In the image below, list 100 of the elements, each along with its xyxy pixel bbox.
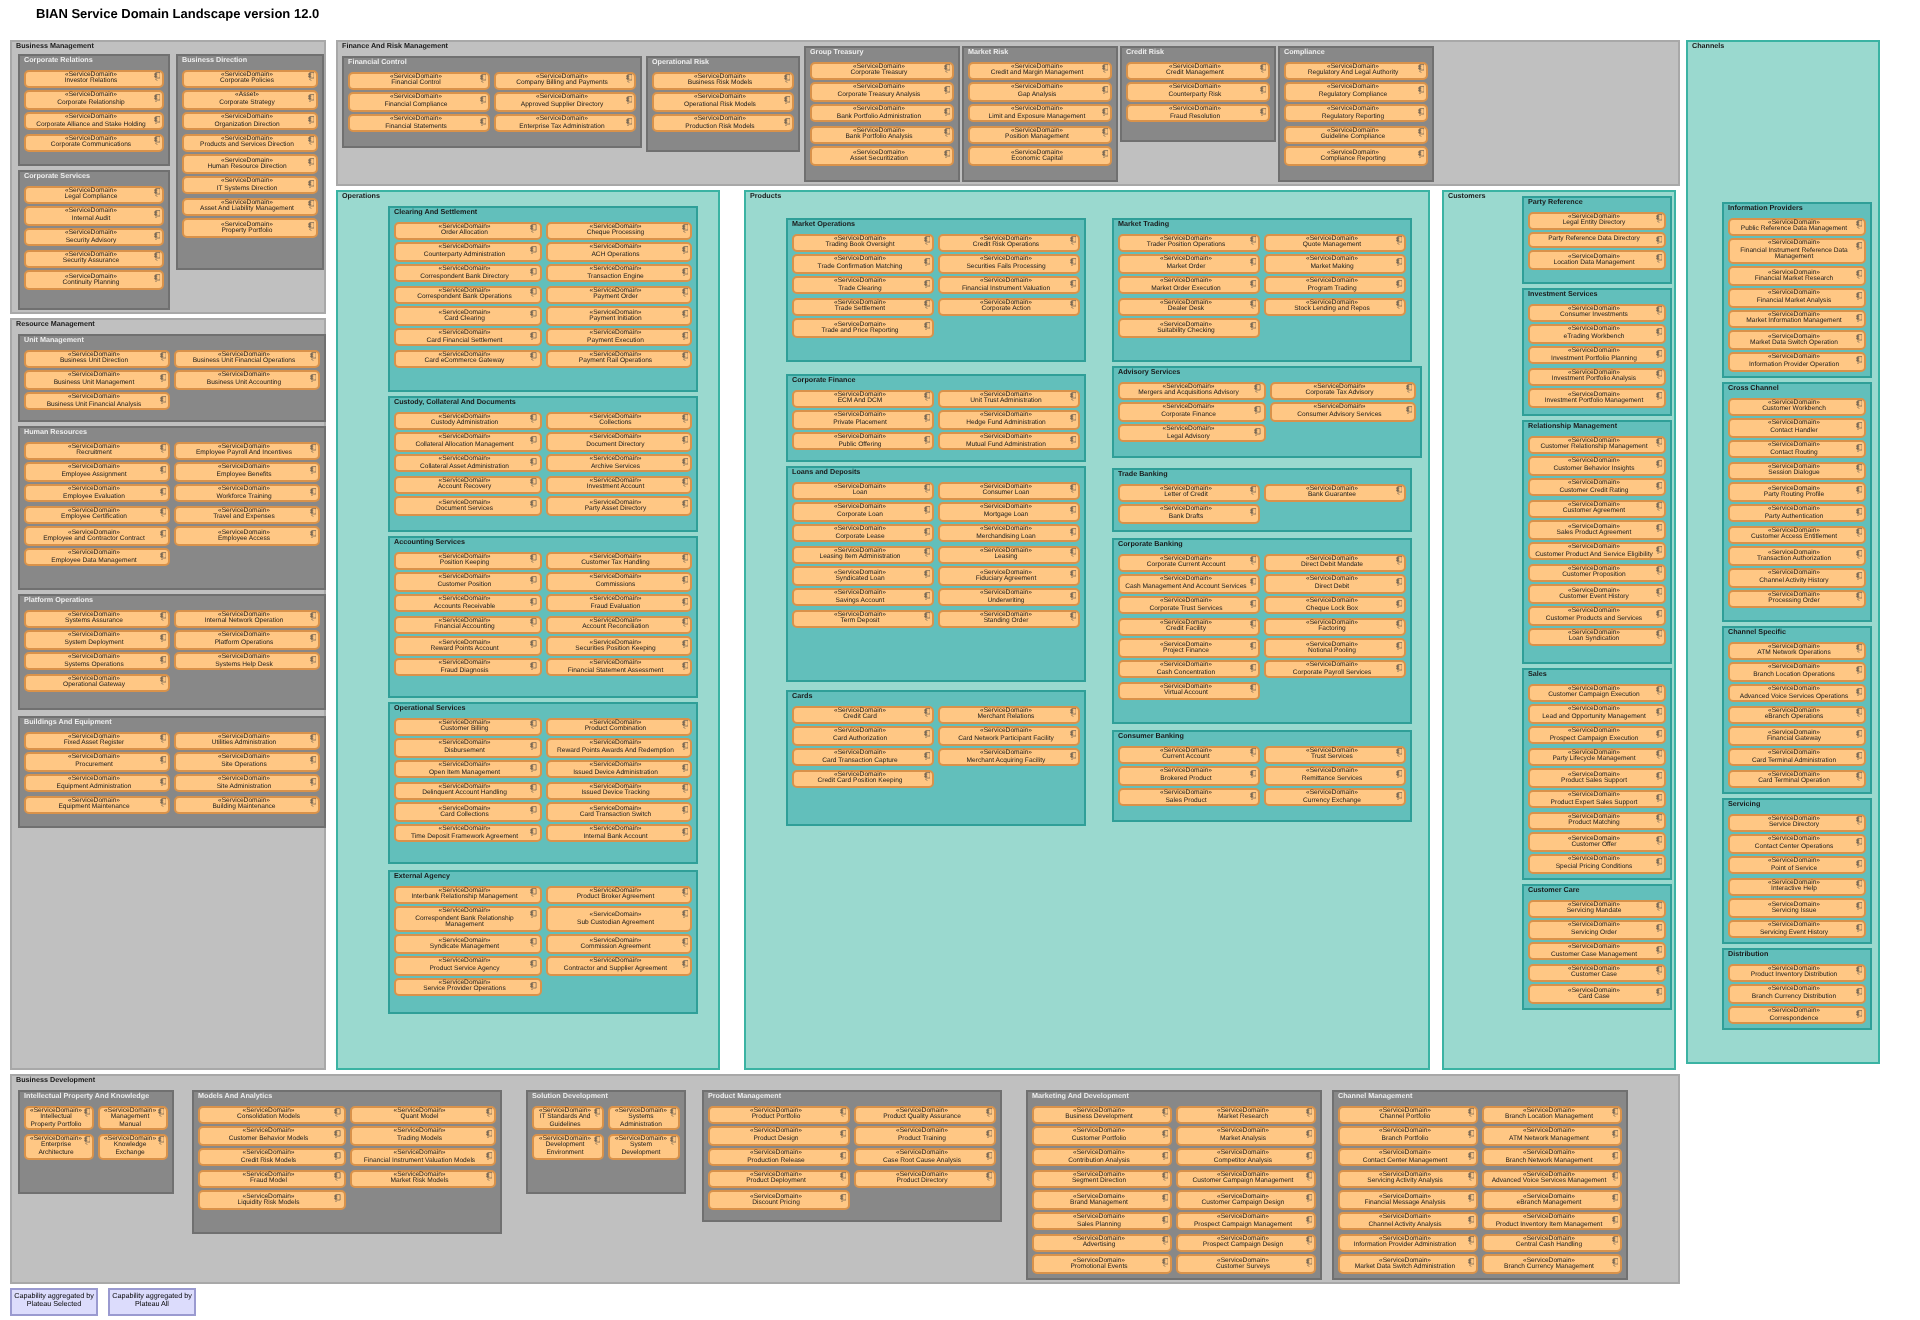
domain-group [1026,1090,1322,1280]
service-domain-box [1338,1254,1478,1274]
service-domain-box [1264,659,1406,679]
service-domain-box [1118,595,1260,615]
service-domain-box [1482,1126,1622,1146]
service-domain-box [968,82,1112,102]
service-domain-box [1728,461,1866,481]
service-domain-box [1528,499,1666,519]
domain-group [786,466,1086,682]
service-domain-box [1126,61,1270,80]
service-domain-box [854,1105,996,1124]
service-domain-box [1728,984,1866,1004]
domain-group [1112,538,1412,724]
service-domain-box [938,545,1080,565]
service-domain-box [1728,288,1866,308]
service-domain-box [938,726,1080,746]
service-domain-box [394,615,541,635]
service-domain-box [1264,745,1406,764]
service-domain-box [792,502,934,522]
service-domain-box [1269,381,1416,400]
service-domain-box [24,133,164,153]
service-domain-box [968,61,1112,80]
service-domain-box [174,526,320,546]
domain-group [1722,202,1872,378]
service-domain-box [1264,233,1406,252]
domain-group [1120,46,1276,142]
service-domain-box [792,410,934,430]
service-domain-box [198,1126,345,1146]
service-domain-box [1728,1005,1866,1025]
service-domain-box [1728,963,1866,982]
domain-group [18,170,170,310]
domain-group [18,54,170,166]
service-domain-box [394,823,541,843]
service-domain-box [938,705,1080,724]
service-domain-box [24,731,170,750]
service-domain-box [545,572,692,592]
service-domain-box [394,263,541,283]
domain-group [962,46,1118,182]
service-domain-box [1728,568,1866,587]
service-domain-box [198,1169,345,1189]
service-domain-box [1528,963,1666,983]
service-domain-box [394,738,541,758]
service-domain-box [182,133,318,153]
service-domain-box [1728,352,1866,372]
service-domain-box [24,673,170,693]
service-domain-box [394,759,541,779]
service-domain-box [174,483,320,503]
domain-group [18,426,326,590]
area-panel [10,318,326,1070]
service-domain-box [1284,146,1428,166]
service-domain-box [348,92,490,112]
service-domain-box [938,481,1080,500]
service-domain-box [545,636,692,656]
domain-group [1722,798,1872,945]
service-domain-box [1728,482,1866,502]
service-domain-box [545,349,692,369]
service-domain-box [1264,787,1406,807]
service-domain-box [1528,456,1666,476]
service-domain-box [545,781,692,801]
domain-group [786,374,1086,462]
service-domain-box [1264,574,1406,594]
service-domain-box [810,125,954,145]
service-domain-box [1284,125,1428,145]
service-domain-box [1482,1254,1622,1274]
service-domain-box [1118,638,1260,658]
service-domain-box [608,1133,680,1160]
service-domain-box [1118,574,1260,594]
service-domain-box [1528,367,1666,387]
service-domain-box [1284,61,1428,80]
service-domain-box [1118,483,1260,502]
service-domain-box [394,906,541,933]
service-domain-box [1118,381,1265,400]
service-domain-box [1528,725,1666,745]
domain-group [1722,626,1872,795]
service-domain-box [1728,898,1866,918]
service-domain-box [174,752,320,772]
service-domain-box [810,61,954,80]
service-domain-box [1264,275,1406,295]
service-domain-box [938,275,1080,295]
service-domain-box [1482,1211,1622,1231]
service-domain-box [1118,617,1260,637]
service-domain-box [174,731,320,750]
area-panel [744,190,1430,1070]
service-domain-box [24,773,170,793]
service-domain-box [1728,309,1866,329]
service-domain-box [1728,238,1866,265]
domain-group [526,1090,686,1194]
area-panel [10,1074,1680,1284]
service-domain-box [174,609,320,628]
service-domain-box [24,630,170,650]
service-domain-box [792,431,934,451]
service-domain-box [182,69,318,88]
service-domain-box [1528,435,1666,454]
service-domain-box [1126,103,1270,123]
service-domain-box [1176,1233,1316,1253]
service-domain-box [394,432,541,452]
service-domain-box [1284,103,1428,123]
domain-group [646,56,800,152]
service-domain-box [792,566,934,586]
service-domain-box [394,977,541,997]
